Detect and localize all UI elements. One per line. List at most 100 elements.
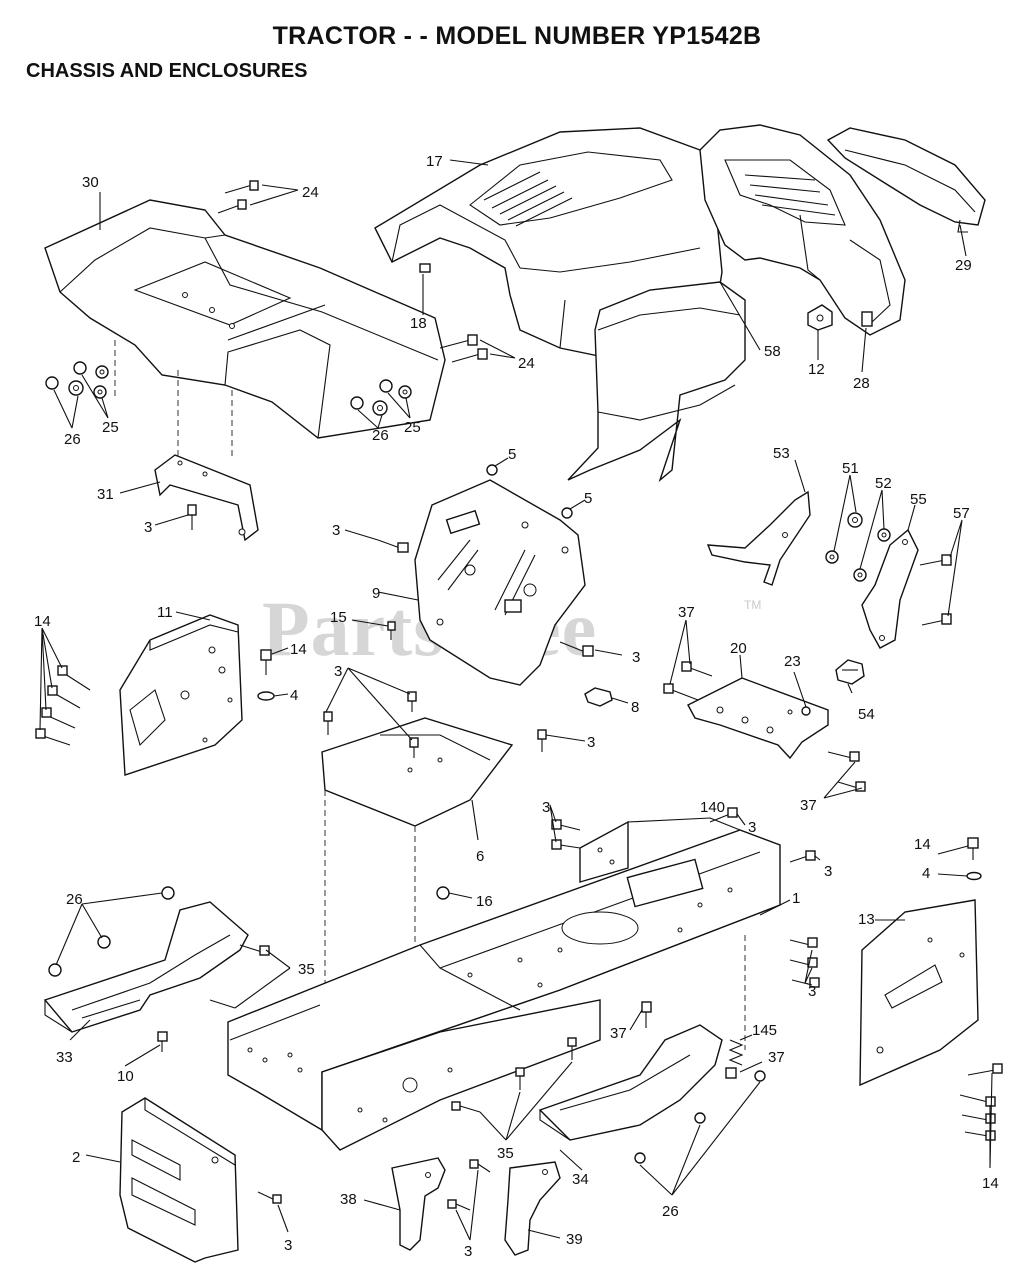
callout-16: 16 [476,893,493,910]
callout-26: 26 [372,427,389,444]
part-dash-panel[interactable] [414,479,586,686]
callout-9: 9 [372,585,380,602]
part-left-side-panel[interactable] [119,614,243,776]
callout-51: 51 [842,460,859,477]
part-right-footrest[interactable] [538,1024,723,1141]
part-left-footrest[interactable] [43,901,249,1033]
nut-16[interactable] [436,886,450,900]
nut-23[interactable] [801,706,811,716]
callout-14: 14 [982,1175,999,1192]
bolts-57[interactable] [919,554,952,626]
screw-15[interactable] [387,621,396,640]
part-12-bushing[interactable] [807,304,833,331]
screws-3-frame[interactable] [551,807,820,988]
callout-52: 52 [875,475,892,492]
callout-11: 11 [157,604,173,621]
bolts-37-bracket[interactable] [663,661,866,792]
page-title: TRACTOR - - MODEL NUMBER YP1542B [272,22,762,50]
part-nose-panel[interactable] [826,127,986,233]
part-floor-plate[interactable] [321,717,514,827]
section-subtitle: CHASSIS AND ENCLOSURES [26,60,308,82]
callout-3: 3 [332,522,340,539]
part-140-bracket[interactable] [579,820,629,883]
callout-25: 25 [102,419,119,436]
screw-3-bottom-left[interactable] [257,1191,282,1204]
callout-3: 3 [144,519,152,536]
part-20-bracket[interactable] [687,677,829,760]
hardware-26-25-left[interactable] [45,361,109,399]
part-31-bracket[interactable] [154,454,259,542]
part-55-bracket[interactable] [861,528,919,649]
screw-3-b[interactable] [377,539,409,553]
callout-3: 3 [808,983,816,1000]
callout-26: 26 [64,431,81,448]
callout-3: 3 [334,663,342,680]
screw-3-c[interactable] [559,641,594,657]
part-right-side-panel[interactable] [859,899,979,1087]
nut-5-a[interactable] [486,464,498,476]
hardware-26-left-foot[interactable] [48,886,175,977]
bolt-14-and-washer-4[interactable] [257,649,275,701]
callout-3: 3 [587,734,595,751]
screws-3-bottom[interactable] [447,1159,491,1211]
callout-14: 14 [914,836,931,853]
part-8-clip[interactable] [584,687,613,707]
part-main-frame[interactable] [227,829,781,1151]
callout-38: 38 [340,1191,357,1208]
callout-58: 58 [764,343,781,360]
callout-3: 3 [632,649,640,666]
bolt-10[interactable] [157,1031,168,1052]
screws-3-floor[interactable] [323,691,547,758]
part-38-bracket[interactable] [391,1157,446,1251]
callout-3: 3 [824,863,832,880]
callout-35: 35 [497,1145,514,1162]
callout-54: 54 [858,706,875,723]
part-2-bracket[interactable] [119,1097,239,1263]
bolts-14-left[interactable] [35,665,91,746]
callout-57: 57 [953,505,970,522]
callout-14: 14 [34,613,51,630]
callout-14: 14 [290,641,307,658]
callout-29: 29 [955,257,972,274]
part-53-bracket[interactable] [706,490,811,586]
bolt-group-24-b[interactable] [439,334,488,363]
callout-26: 26 [66,891,83,908]
part-54-knob[interactable] [835,659,865,685]
callout-25: 25 [404,419,421,436]
callout-3: 3 [748,819,756,836]
hardware-26-25-right[interactable] [350,379,412,416]
hardware-37-145-right[interactable] [641,1001,766,1082]
nut-5-b[interactable] [561,507,573,519]
callout-4: 4 [922,865,930,882]
bolt-14-and-washer-4-right[interactable] [966,837,982,881]
bolts-14-right[interactable] [959,1063,1003,1141]
callout-53: 53 [773,445,790,462]
callout-1: 1 [792,890,800,907]
part-grille-housing[interactable] [699,124,906,336]
screw-3-a[interactable] [187,504,197,530]
callout-10: 10 [117,1068,134,1085]
callout-37: 37 [610,1025,627,1042]
callout-35: 35 [298,961,315,978]
callout-17: 17 [426,153,443,170]
bolts-35-left[interactable] [209,944,270,1009]
callout-37: 37 [768,1049,785,1066]
callout-145: 145 [752,1022,777,1039]
callout-18: 18 [410,315,427,332]
callout-34: 34 [572,1171,589,1188]
bolt-group-24-a[interactable] [217,180,259,214]
part-39-bracket[interactable] [504,1161,561,1256]
bolts-35-center[interactable] [451,1037,577,1113]
callout-8: 8 [631,699,639,716]
part-18-clip[interactable] [419,263,431,273]
callout-33: 33 [56,1049,73,1066]
part-rear-fender[interactable] [44,199,446,439]
hardware-26-right-foot[interactable] [634,1112,706,1164]
callout-37: 37 [800,797,817,814]
part-dash-tray[interactable] [567,281,746,483]
hardware-51-52[interactable] [825,512,891,582]
callout-12: 12 [808,361,825,378]
callout-31: 31 [97,486,114,503]
callout-5: 5 [508,446,516,463]
